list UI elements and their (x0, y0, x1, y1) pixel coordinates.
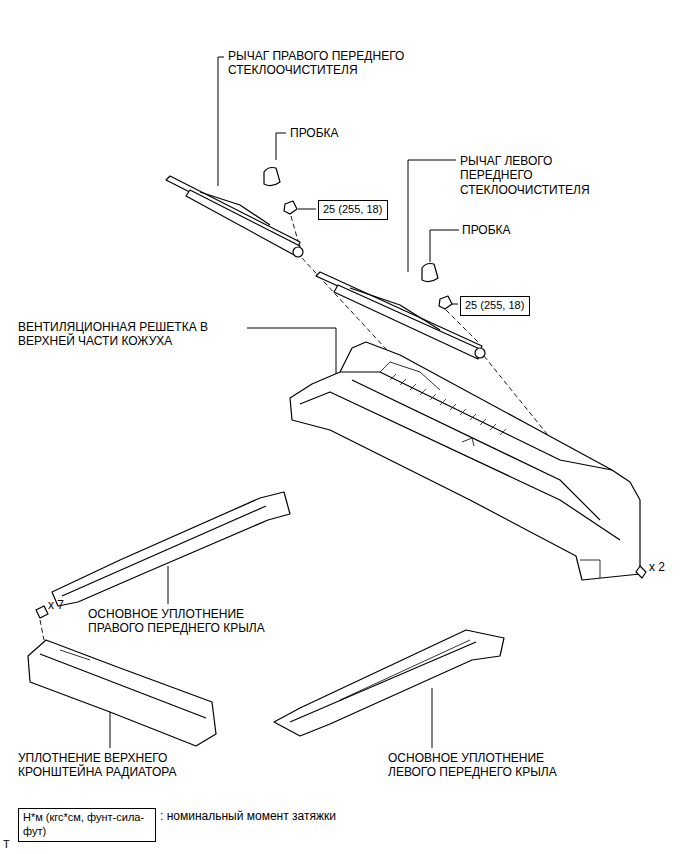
right-fender-seal (36, 492, 290, 618)
part-name: ПРОБКА (462, 223, 552, 237)
legend-text: : номинальный момент затяжки (160, 809, 420, 823)
torque-box: Н*м (кгс*см, фунт-сила-фут) (18, 808, 156, 842)
part-name: ПРОБКА (290, 126, 380, 140)
part-name: РЫЧАГ ЛЕВОГО ПЕРЕДНЕГО СТЕКЛООЧИСТИТЕЛЯ (460, 154, 605, 197)
part-name: РЫЧАГ ПРАВОГО ПЕРЕДНЕГО СТЕКЛООЧИСТИТЕЛЯ (228, 49, 498, 78)
cowl-louver (290, 342, 646, 580)
part-name: ВЕНТИЛЯЦИОННАЯ РЕШЕТКА В ВЕРХНЕЙ ЧАСТИ К… (18, 320, 240, 349)
left-fender-seal (274, 630, 504, 736)
quantity: x 7 (48, 598, 84, 612)
right-wiper-arm (166, 168, 303, 258)
torque-text: 25 (255, 18) (323, 203, 382, 217)
radiator-support-seal (28, 640, 216, 746)
torque-box: 25 (255, 18) (318, 200, 388, 220)
part-name: ОСНОВНОЕ УПЛОТНЕНИЕ ЛЕВОГО ПЕРЕДНЕГО КРЫ… (388, 751, 580, 780)
torque-text: 25 (255, 18) (465, 299, 524, 313)
part-name: УПЛОТНЕНИЕ ВЕРХНЕГО КРОНШТЕЙНА РАДИАТОРА (18, 751, 203, 780)
part-name: ОСНОВНОЕ УПЛОТНЕНИЕ ПРАВОГО ПЕРЕДНЕГО КР… (88, 607, 296, 636)
torque-text: Н*м (кгс*см, фунт-сила-фут) (23, 811, 151, 839)
quantity: x 2 (649, 560, 685, 574)
torque-box: 25 (255, 18) (460, 296, 530, 316)
